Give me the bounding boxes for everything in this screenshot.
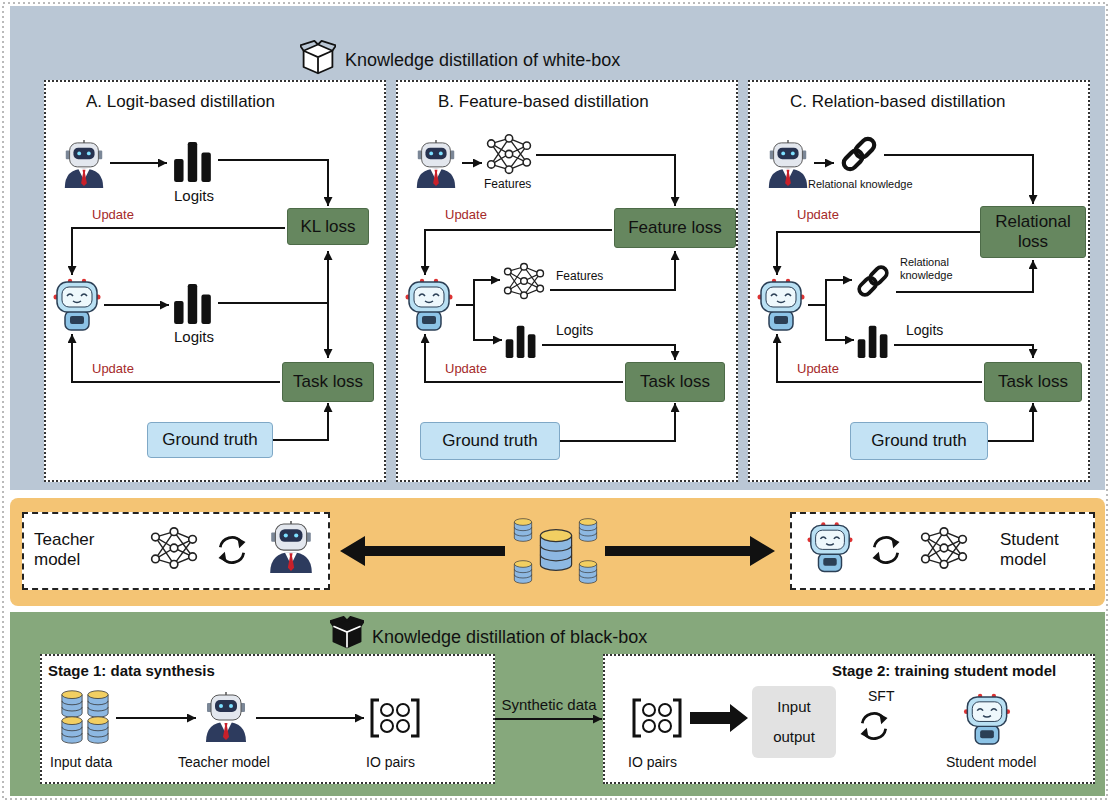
icon-label: Logits — [174, 328, 214, 345]
black-box-band — [10, 612, 1105, 796]
ground-truth-box: Ground truth — [420, 422, 560, 460]
icon-label: IO pairs — [366, 754, 415, 770]
model-box: Teacher model — [22, 512, 330, 590]
connector — [273, 403, 328, 440]
icon-label: Features — [484, 178, 531, 192]
loss-box: Task loss — [282, 362, 374, 402]
icon-label: SFT — [868, 688, 894, 704]
icon-label: Student model — [946, 754, 1036, 770]
loss-box: Task loss — [984, 362, 1082, 402]
heading-text: C. Relation-based distillation — [790, 92, 1005, 112]
model-band — [10, 498, 1105, 606]
update-label: Update — [445, 362, 487, 377]
white-box-band — [10, 6, 1105, 490]
box-text: Ground truth — [442, 431, 537, 451]
update-label: Update — [445, 208, 487, 223]
icon-label: Features — [556, 270, 603, 284]
icon-label: Relational knowledge — [808, 178, 913, 191]
update-label: Update — [92, 208, 134, 223]
box-text: output — [773, 728, 815, 745]
loss-box: Feature loss — [614, 208, 736, 248]
heading-text: Knowledge distillation of white-box — [345, 50, 620, 71]
icon-label: Relational knowledge — [900, 256, 964, 281]
ground-truth-box: Ground truth — [850, 422, 988, 460]
update-label: Update — [92, 362, 134, 377]
icons — [54, 41, 1011, 744]
box-text: KL loss — [300, 217, 355, 237]
ground-truth-box: Ground truth — [147, 422, 273, 458]
icon-label: IO pairs — [628, 754, 677, 770]
loss-box: Relational loss — [980, 206, 1086, 258]
section-band: Knowledge distillation of white-box A. Lo… — [10, 6, 1105, 490]
heading-text: Student model — [1000, 530, 1088, 569]
heading-text: Stage 2: training student model — [832, 662, 1056, 679]
io-box: Input output — [752, 686, 836, 758]
box-text: Ground truth — [871, 431, 966, 451]
heading-text: Teacher model — [34, 530, 129, 569]
outer-frame — [3, 3, 1107, 799]
connector — [560, 403, 675, 441]
box-text: Task loss — [998, 372, 1068, 392]
box-text: Feature loss — [628, 218, 722, 238]
connector — [988, 403, 1033, 441]
heading-text: A. Logit-based distillation — [86, 92, 275, 112]
icon-label: Input data — [50, 754, 112, 770]
box-text: Ground truth — [162, 430, 257, 450]
box-text: Task loss — [640, 372, 710, 392]
wires — [72, 155, 1033, 718]
method-panel: C. Relation-based distillationRelational… — [748, 80, 1090, 482]
model-box: Student model — [790, 512, 1095, 590]
box-text: Input — [777, 698, 810, 715]
heading-text: Stage 1: data synthesis — [48, 662, 215, 679]
loss-box: Task loss — [625, 362, 725, 402]
update-label: Update — [797, 362, 839, 377]
method-panel: A. Logit-based distillation KL lossTask l… — [44, 80, 386, 482]
icon-label: Logits — [556, 322, 593, 338]
icon-label: Teacher model — [178, 754, 270, 770]
icon-label: Logits — [174, 187, 214, 204]
box-text: Task loss — [293, 372, 363, 392]
panel-fills — [22, 80, 1095, 784]
edge-label: Synthetic data — [501, 696, 597, 713]
connector — [495, 718, 602, 720]
loss-box: KL loss — [287, 208, 369, 245]
box-text: Relational loss — [990, 212, 1076, 251]
icon-label: Logits — [906, 322, 943, 338]
heading-text: Knowledge distillation of black-box — [372, 627, 647, 648]
update-label: Update — [797, 208, 839, 223]
heading-text: B. Feature-based distillation — [438, 92, 649, 112]
